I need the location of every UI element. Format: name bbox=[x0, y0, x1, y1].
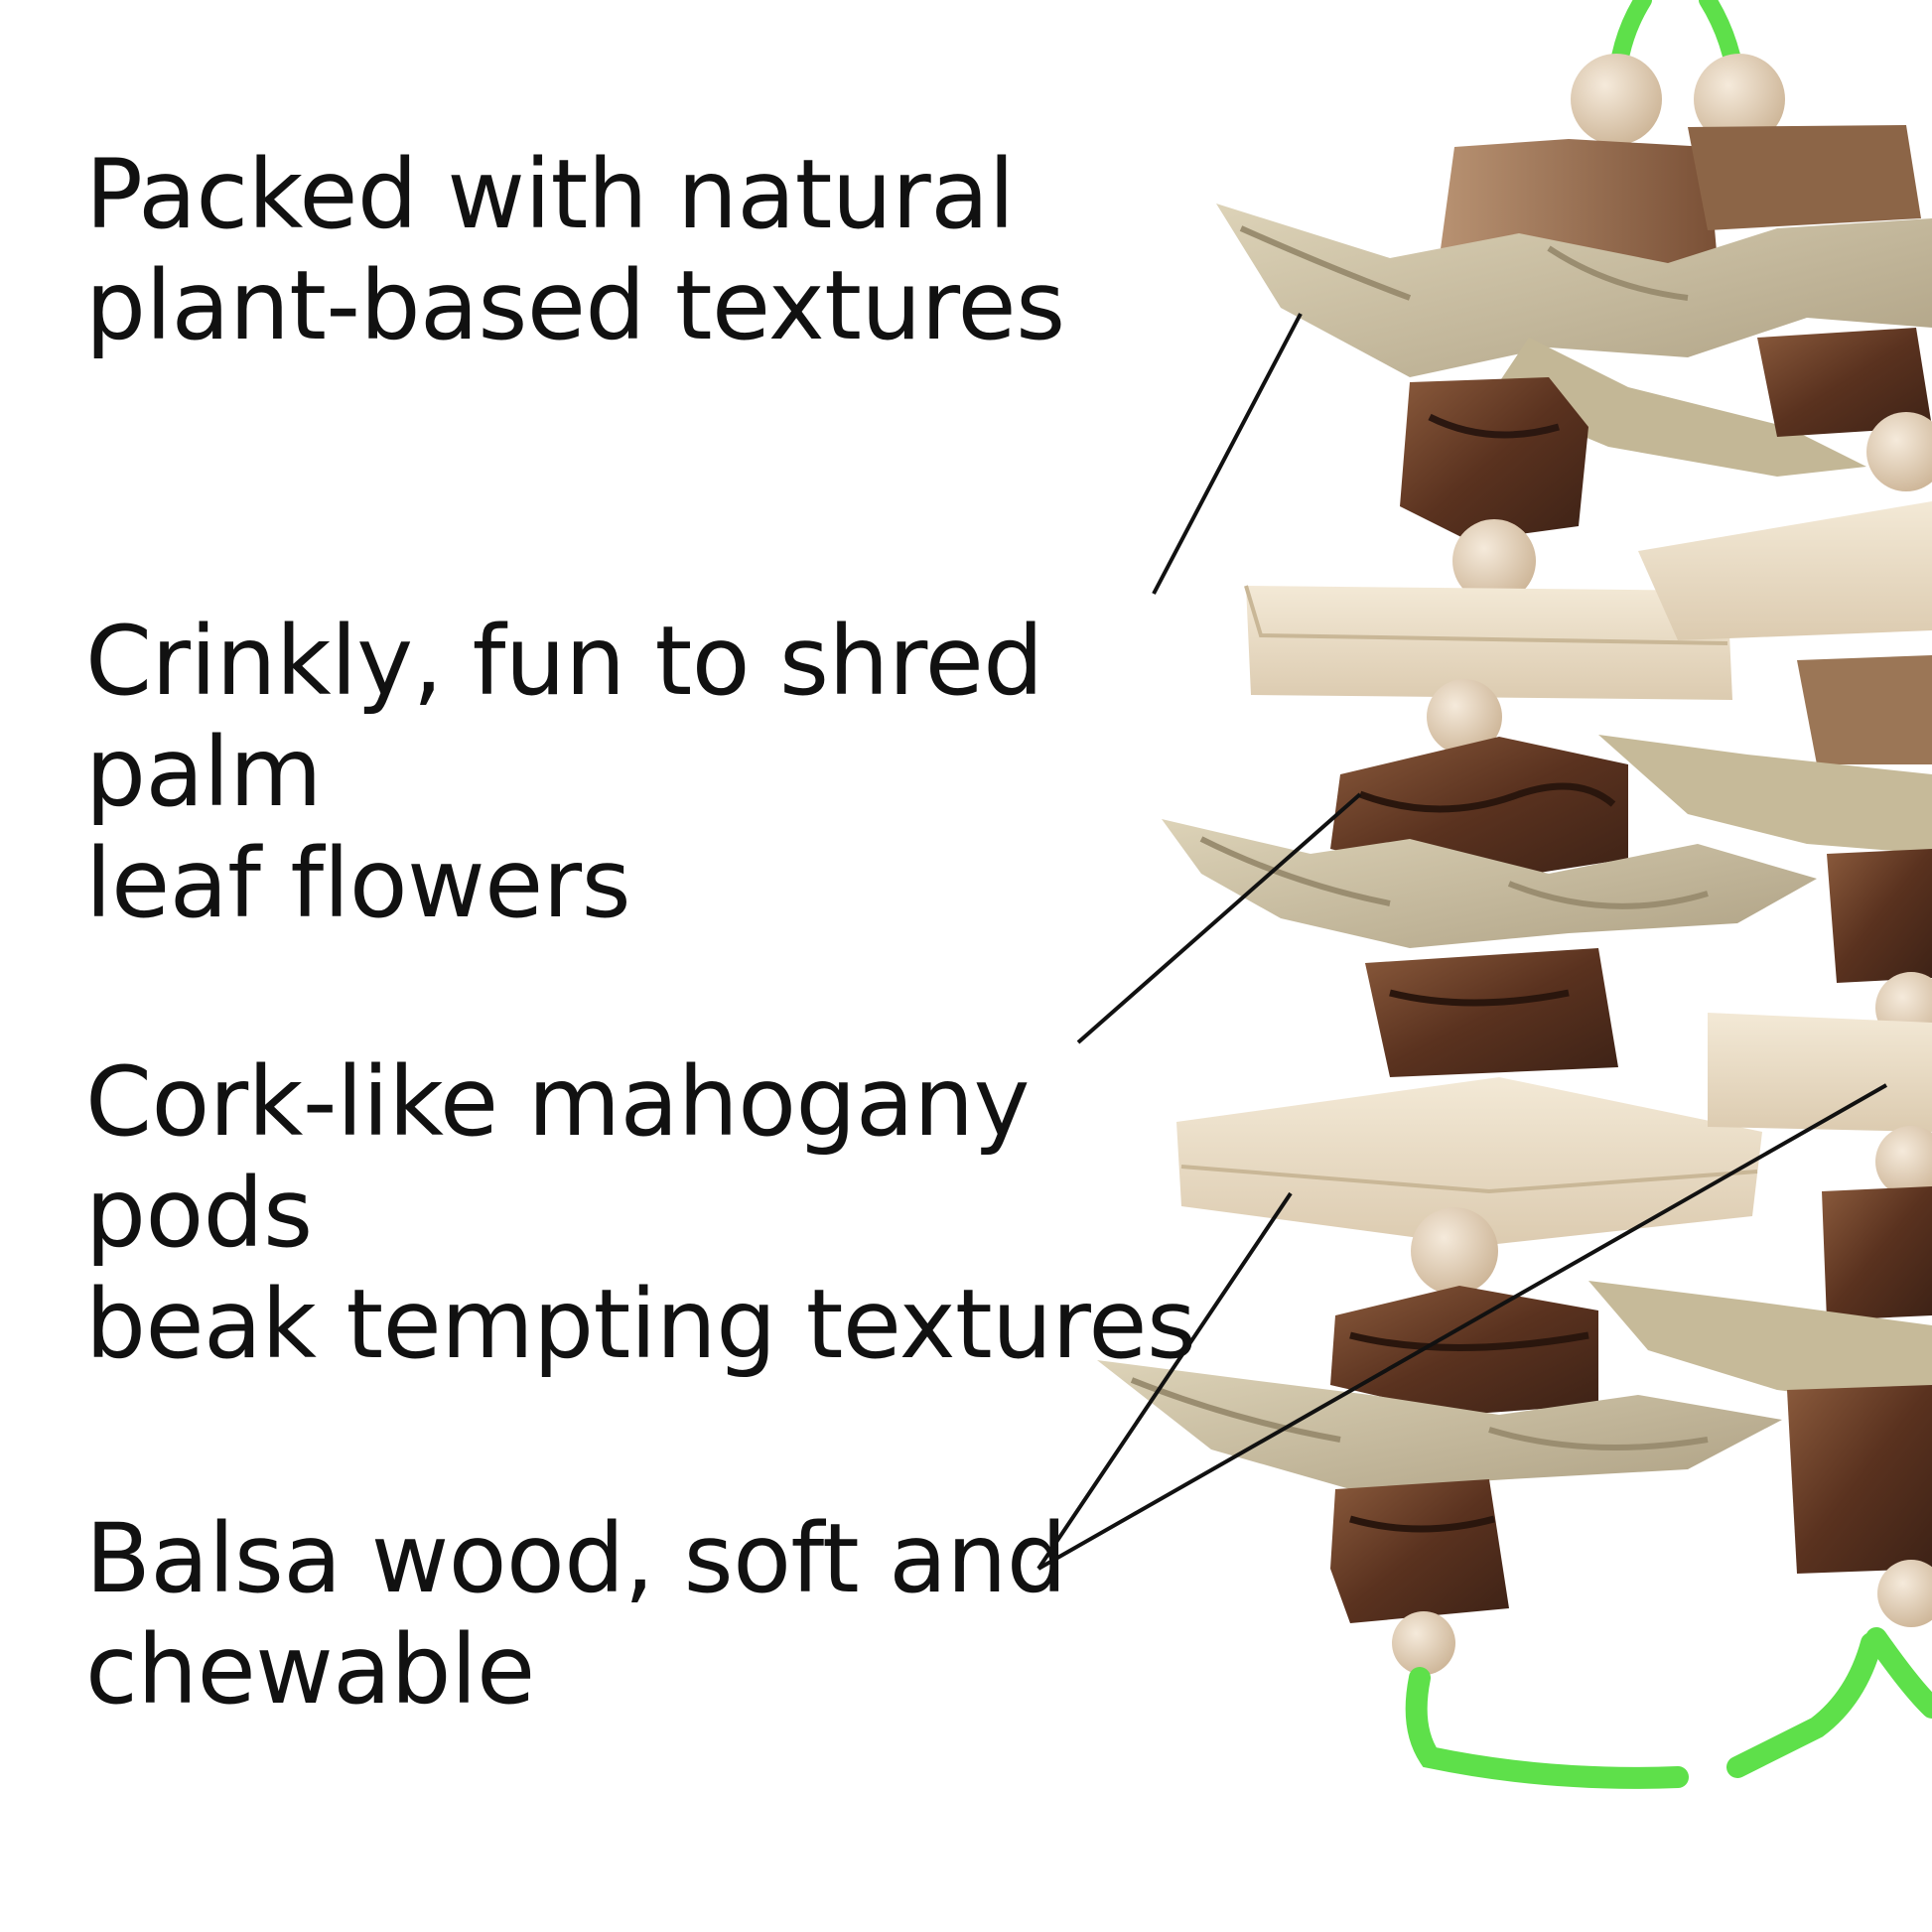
leader-lines bbox=[1036, 313, 1887, 1571]
bead-bottom-2 bbox=[1877, 1560, 1932, 1627]
pod-bottom bbox=[1330, 1385, 1932, 1623]
caption-pods-line2: beak tempting textures bbox=[85, 1269, 1196, 1380]
leader-line-pod bbox=[1076, 792, 1362, 1044]
caption-balsa-line2: chewable bbox=[85, 1614, 535, 1725]
caption-palm-line2: leaf flowers bbox=[85, 828, 631, 939]
bead-group-top bbox=[1571, 54, 1785, 145]
palm-leaf-flower-top bbox=[1216, 204, 1932, 477]
balsa-wood-top bbox=[1244, 501, 1932, 700]
caption-palm-leaf: Crinkly, fun to shred palm leaf flowers bbox=[85, 606, 1257, 939]
caption-mahogany-pods: Cork-like mahogany pods beak tempting te… bbox=[85, 1046, 1257, 1380]
bead-bottom-1 bbox=[1392, 1611, 1455, 1675]
bead-middle-3 bbox=[1411, 1207, 1498, 1295]
palm-leaf-flower-middle bbox=[1162, 735, 1932, 948]
caption-plant-line1: Packed with natural bbox=[85, 139, 1015, 250]
pod-lower-middle bbox=[1365, 849, 1932, 1077]
caption-balsa-line1: Balsa wood, soft and bbox=[85, 1503, 1067, 1614]
bead-middle-2 bbox=[1427, 679, 1502, 755]
pod-upper-left bbox=[1400, 328, 1932, 541]
caption-balsa-wood: Balsa wood, soft and chewable bbox=[85, 1503, 1257, 1725]
caption-plant-textures: Packed with natural plant-based textures bbox=[85, 139, 1257, 361]
bead-right-3 bbox=[1875, 1126, 1932, 1197]
leader-line-balsa-1 bbox=[1036, 1191, 1293, 1571]
bead-middle-1 bbox=[1452, 519, 1536, 603]
caption-plant-line2: plant-based textures bbox=[85, 250, 1065, 361]
leader-line-balsa-2 bbox=[1037, 1083, 1887, 1571]
caption-palm-line1: Crinkly, fun to shred palm bbox=[85, 606, 1043, 828]
leader-line-palm bbox=[1152, 313, 1303, 595]
bead-right-1 bbox=[1866, 412, 1932, 491]
palm-leaf-flower-bottom bbox=[1097, 1281, 1932, 1489]
caption-pods-line1: Cork-like mahogany pods bbox=[85, 1046, 1030, 1269]
balsa-wood-lower bbox=[1176, 1013, 1932, 1246]
rope-bottom bbox=[1405, 1627, 1932, 1789]
pod-bottom-middle bbox=[1330, 1186, 1932, 1415]
